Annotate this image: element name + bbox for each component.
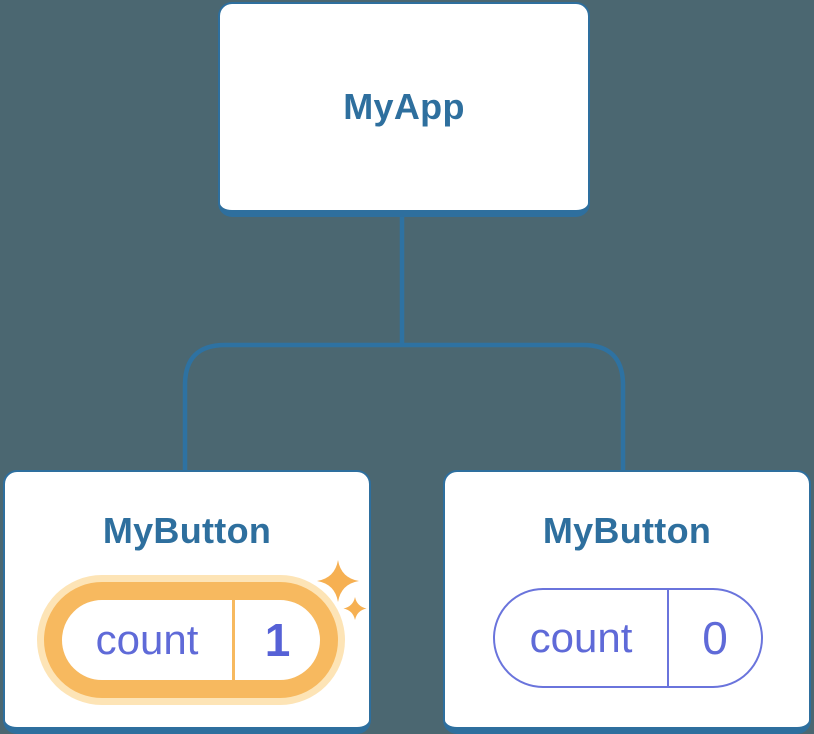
state-key-label: count	[529, 614, 633, 661]
node-card-myapp: MyApp	[218, 2, 590, 217]
pill-divider	[232, 600, 235, 680]
state-value: 0	[669, 590, 761, 686]
state-value: 1	[235, 600, 320, 680]
state-key: count	[62, 600, 232, 680]
state-key: count	[495, 590, 667, 686]
node-card-mybutton-1: MyButton count 1	[3, 470, 371, 734]
node-label-mybutton-2: MyButton	[542, 510, 712, 551]
node-card-mybutton-2: MyButton count 0	[443, 470, 811, 734]
state-pill-highlighted: count 1	[44, 582, 338, 698]
state-value-label: 0	[702, 612, 728, 664]
pill-divider	[667, 590, 669, 686]
state-value-label: 1	[264, 614, 291, 666]
state-pill-plain: count 0	[493, 588, 763, 688]
node-label-myapp: MyApp	[343, 86, 465, 127]
sparkles-icon	[317, 560, 367, 620]
node-label-mybutton-1: MyButton	[102, 510, 272, 551]
state-key-label: count	[95, 616, 199, 663]
